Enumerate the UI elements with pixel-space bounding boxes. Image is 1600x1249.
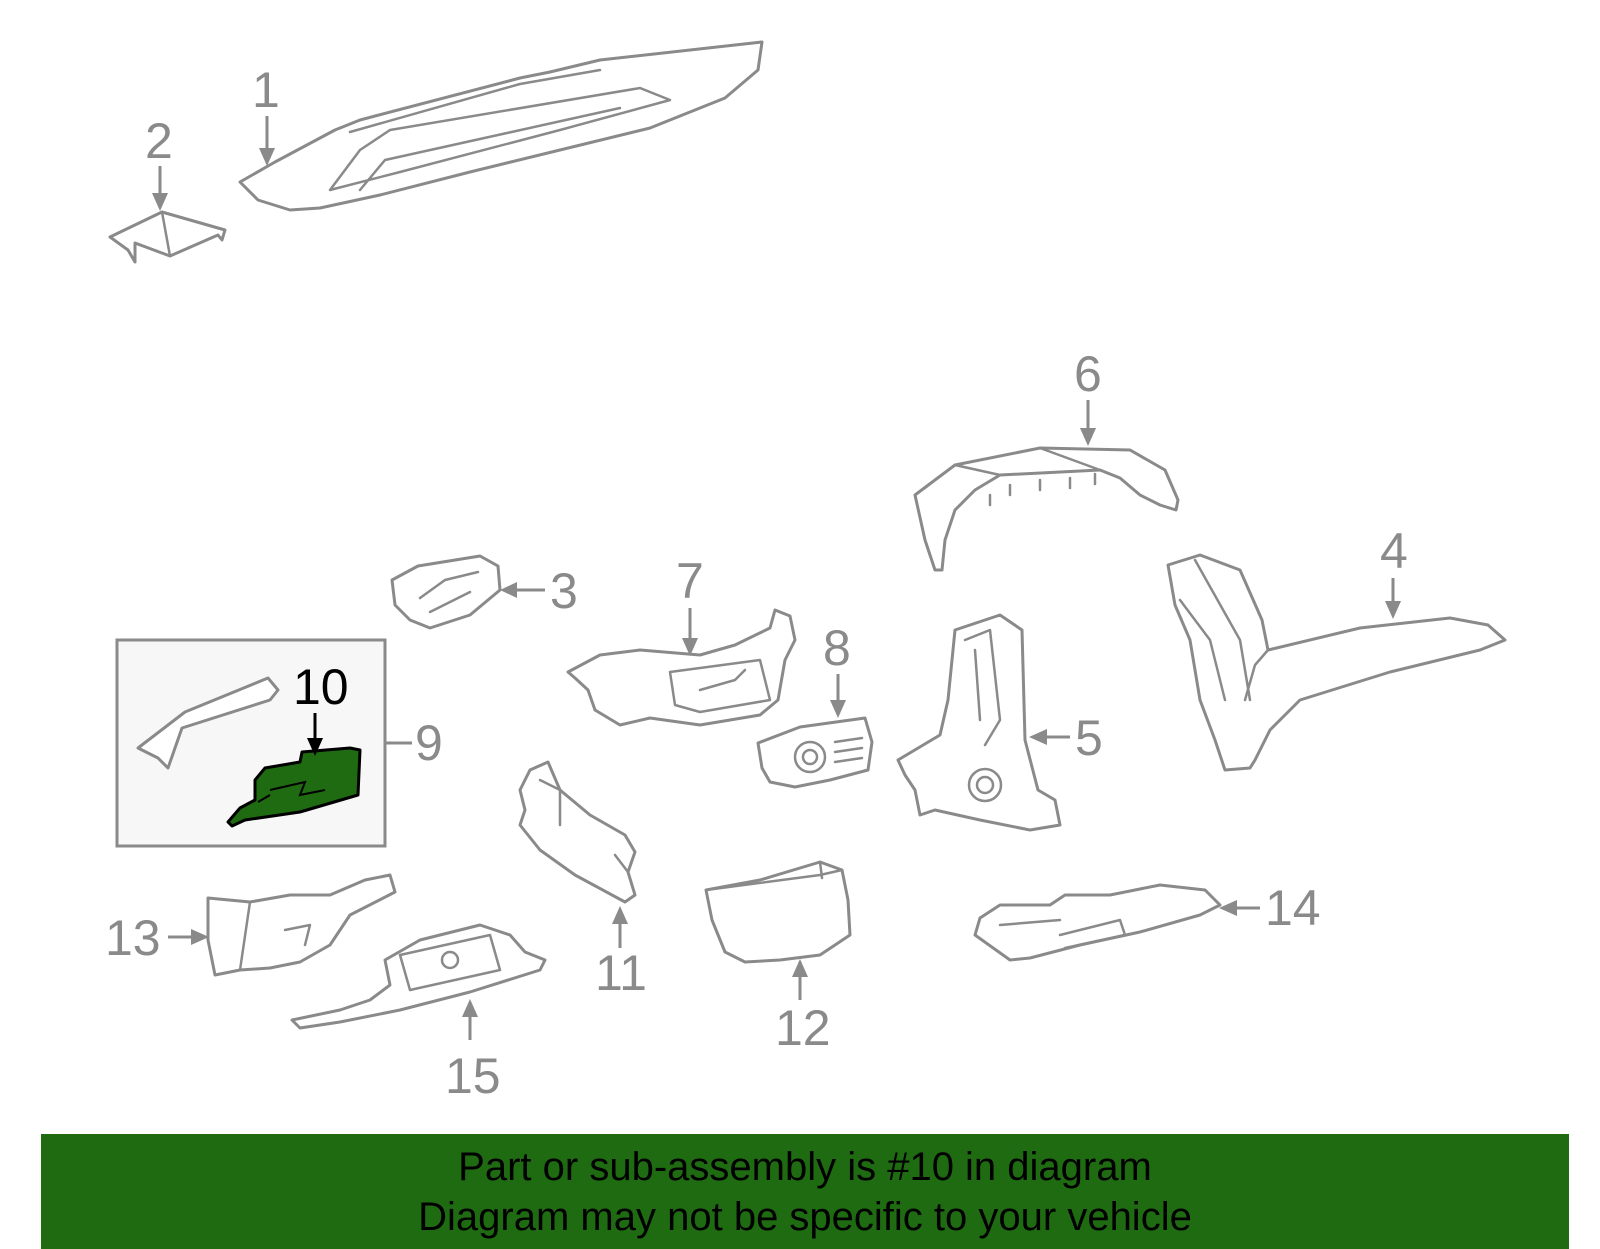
callout-5: 5 (1029, 710, 1103, 766)
callout-1: 1 (252, 62, 280, 166)
inset-box-9 (115, 638, 387, 848)
callout-14: 14 (1219, 880, 1321, 936)
callout-13: 13 (105, 910, 209, 966)
callout-15: 15 (445, 999, 501, 1104)
part-14-floor-tray[interactable] (973, 883, 1222, 962)
inset-upper-trim[interactable] (136, 676, 280, 770)
part-13-lower-side-trim[interactable] (206, 873, 397, 977)
callout-6-label: 6 (1074, 346, 1102, 402)
callout-7-label: 7 (676, 553, 704, 609)
banner-part-line: Part or sub-assembly is #10 in diagram (458, 1144, 1152, 1189)
callout-12-label: 12 (775, 1000, 831, 1056)
part-11-side-panel[interactable] (518, 760, 637, 904)
callout-8: 8 (823, 620, 851, 718)
callout-4-label: 4 (1380, 523, 1408, 579)
part-3-vent[interactable] (390, 554, 502, 630)
callout-8-label: 8 (823, 620, 851, 676)
callout-3-label: 3 (550, 563, 578, 619)
callout-11-label: 11 (595, 945, 647, 1001)
callout-12: 12 (775, 959, 831, 1056)
callout-10-label: 10 (293, 659, 349, 715)
banner-disclaimer-line: Diagram may not be specific to your vehi… (418, 1194, 1192, 1239)
part-2-bracket[interactable] (108, 210, 227, 264)
part-5-console-support[interactable] (896, 613, 1062, 832)
part-6-shroud[interactable] (913, 446, 1180, 572)
callout-14-label: 14 (1265, 880, 1321, 936)
part-8-switch-panel[interactable] (756, 716, 874, 789)
callout-6: 6 (1074, 346, 1102, 446)
callout-9: 9 (385, 715, 443, 771)
part-4-side-trim[interactable] (1166, 553, 1507, 772)
callout-1-label: 1 (252, 62, 280, 118)
callout-5-label: 5 (1075, 710, 1103, 766)
callout-3: 3 (500, 563, 578, 619)
info-banner: Part or sub-assembly is #10 in diagram D… (41, 1134, 1569, 1249)
callout-15-label: 15 (445, 1048, 501, 1104)
part-12-storage-box[interactable] (704, 860, 852, 964)
callout-2: 2 (145, 113, 173, 211)
callout-4: 4 (1380, 523, 1408, 619)
part-1-upper-dash-panel[interactable] (238, 40, 764, 212)
part-10-highlighted[interactable] (226, 746, 362, 828)
callout-11: 11 (595, 906, 647, 1001)
callout-2-label: 2 (145, 113, 173, 169)
callout-10: 10 (293, 659, 349, 756)
callout-13-label: 13 (105, 910, 161, 966)
callout-9-label: 9 (415, 715, 443, 771)
part-15-lower-floor-panel[interactable] (290, 923, 547, 1030)
part-7-center-bezel[interactable] (566, 608, 797, 727)
callout-7: 7 (676, 553, 704, 656)
